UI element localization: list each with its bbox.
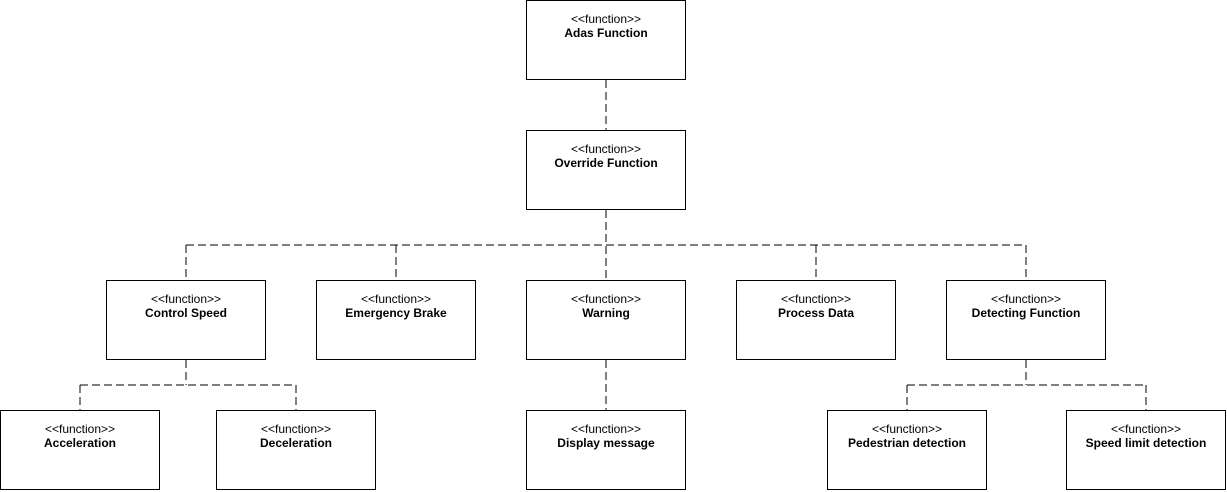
node-name: Adas Function bbox=[564, 26, 648, 40]
node-name: Speed limit detection bbox=[1085, 436, 1207, 450]
node-name: Pedestrian detection bbox=[847, 436, 967, 450]
node-acceleration[interactable]: <<function>> Acceleration bbox=[0, 410, 160, 490]
node-speed-limit-detection[interactable]: <<function>> Speed limit detection bbox=[1066, 410, 1226, 490]
node-detecting-function[interactable]: <<function>> Detecting Function bbox=[946, 280, 1106, 360]
node-name: Override Function bbox=[554, 156, 658, 170]
stereotype-label: <<function>> bbox=[570, 12, 642, 26]
node-name: Detecting Function bbox=[971, 306, 1081, 320]
node-adas-function[interactable]: <<function>> Adas Function bbox=[526, 0, 686, 80]
stereotype-label: <<function>> bbox=[990, 292, 1062, 306]
node-override-function[interactable]: <<function>> Override Function bbox=[526, 130, 686, 210]
node-emergency-brake[interactable]: <<function>> Emergency Brake bbox=[316, 280, 476, 360]
node-name: Warning bbox=[582, 306, 630, 320]
stereotype-label: <<function>> bbox=[570, 292, 642, 306]
node-pedestrian-detection[interactable]: <<function>> Pedestrian detection bbox=[827, 410, 987, 490]
node-name: Emergency Brake bbox=[345, 306, 447, 320]
node-name: Acceleration bbox=[43, 436, 117, 450]
node-name: Process Data bbox=[777, 306, 855, 320]
stereotype-label: <<function>> bbox=[150, 292, 222, 306]
stereotype-label: <<function>> bbox=[570, 142, 642, 156]
stereotype-label: <<function>> bbox=[780, 292, 852, 306]
node-display-message[interactable]: <<function>> Display message bbox=[526, 410, 686, 490]
node-process-data[interactable]: <<function>> Process Data bbox=[736, 280, 896, 360]
stereotype-label: <<function>> bbox=[260, 422, 332, 436]
node-deceleration[interactable]: <<function>> Deceleration bbox=[216, 410, 376, 490]
stereotype-label: <<function>> bbox=[871, 422, 943, 436]
node-warning[interactable]: <<function>> Warning bbox=[526, 280, 686, 360]
node-name: Display message bbox=[557, 436, 655, 450]
stereotype-label: <<function>> bbox=[360, 292, 432, 306]
stereotype-label: <<function>> bbox=[570, 422, 642, 436]
stereotype-label: <<function>> bbox=[44, 422, 116, 436]
stereotype-label: <<function>> bbox=[1110, 422, 1182, 436]
node-control-speed[interactable]: <<function>> Control Speed bbox=[106, 280, 266, 360]
node-name: Control Speed bbox=[144, 306, 227, 320]
node-name: Deceleration bbox=[259, 436, 333, 450]
